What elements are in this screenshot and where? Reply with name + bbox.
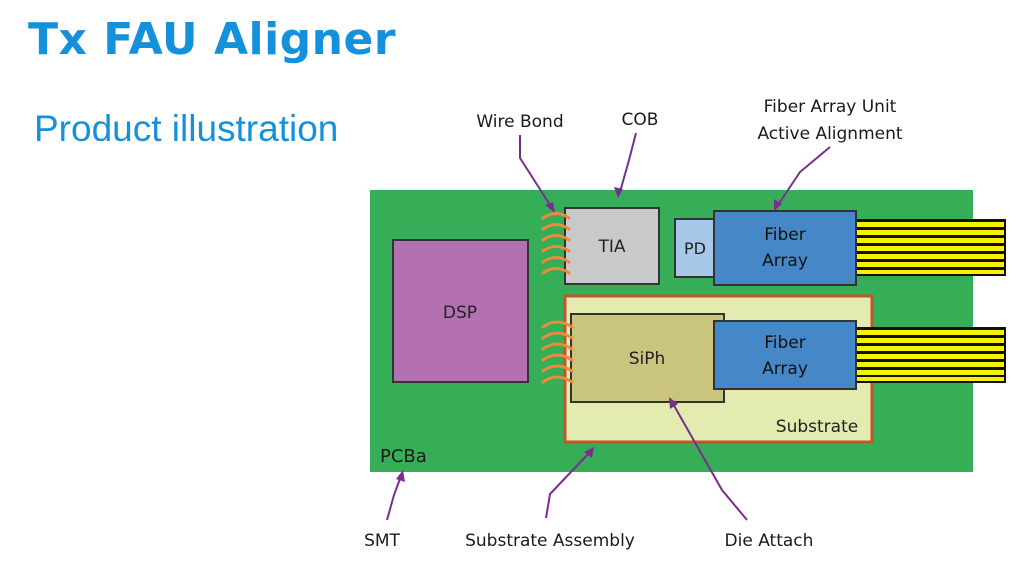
fiber-array-top — [713, 210, 857, 286]
pd-chip — [674, 218, 716, 278]
fiber-array-bottom — [713, 320, 857, 390]
callout-fau-line1: Fiber Array Unit — [764, 97, 897, 117]
pcba-label: PCBa — [380, 446, 427, 467]
arrowhead-fau — [774, 199, 782, 211]
tia-label: TIA — [597, 237, 625, 257]
siph-label: SiPh — [629, 349, 666, 369]
callout-wire-bond: Wire Bond — [476, 112, 563, 132]
callout-die-attach: Die Attach — [725, 531, 814, 551]
arrow-smt — [386, 475, 402, 521]
arrowhead-smt — [396, 470, 405, 482]
arrowhead-die-attach — [669, 397, 678, 409]
wire-bond-bottom — [541, 320, 574, 384]
arrowhead-cob — [614, 187, 623, 198]
fiber-array-top-label-line1: Fiber — [764, 225, 806, 245]
dsp-label: DSP — [443, 303, 477, 323]
page-subtitle: Product illustration — [34, 108, 339, 149]
arrow-substrate-assembly — [545, 451, 591, 519]
callout-arrows — [386, 132, 831, 521]
arrow-heads — [396, 187, 782, 482]
substrate-label: Substrate — [776, 417, 858, 437]
arrow-wire-bond — [519, 135, 553, 209]
callout-substrate-assembly: Substrate Assembly — [465, 531, 635, 551]
fiber-ribbon-top — [856, 219, 1006, 276]
arrow-cob — [619, 132, 637, 193]
arrow-die-attach — [671, 401, 748, 521]
arrowhead-substrate-assembly — [584, 447, 594, 458]
fiber-array-bottom-label-line1: Fiber — [764, 333, 806, 353]
dsp-chip — [392, 239, 529, 383]
siph-chip — [570, 313, 725, 403]
fiber-ribbon-bottom — [856, 327, 1006, 383]
fiber-array-bottom-label-line2: Array — [762, 359, 808, 379]
callout-cob: COB — [622, 110, 659, 130]
callout-fau-line2: Active Alignment — [757, 124, 902, 144]
arrow-fau — [777, 146, 831, 206]
page-title: Tx FAU Aligner — [28, 14, 397, 65]
fiber-array-top-label-line2: Array — [762, 251, 808, 271]
arrowhead-wire-bond — [545, 202, 555, 213]
pd-label: PD — [684, 239, 706, 258]
wire-bond-top — [541, 212, 571, 275]
tia-chip — [564, 207, 660, 285]
callout-smt: SMT — [364, 531, 400, 551]
